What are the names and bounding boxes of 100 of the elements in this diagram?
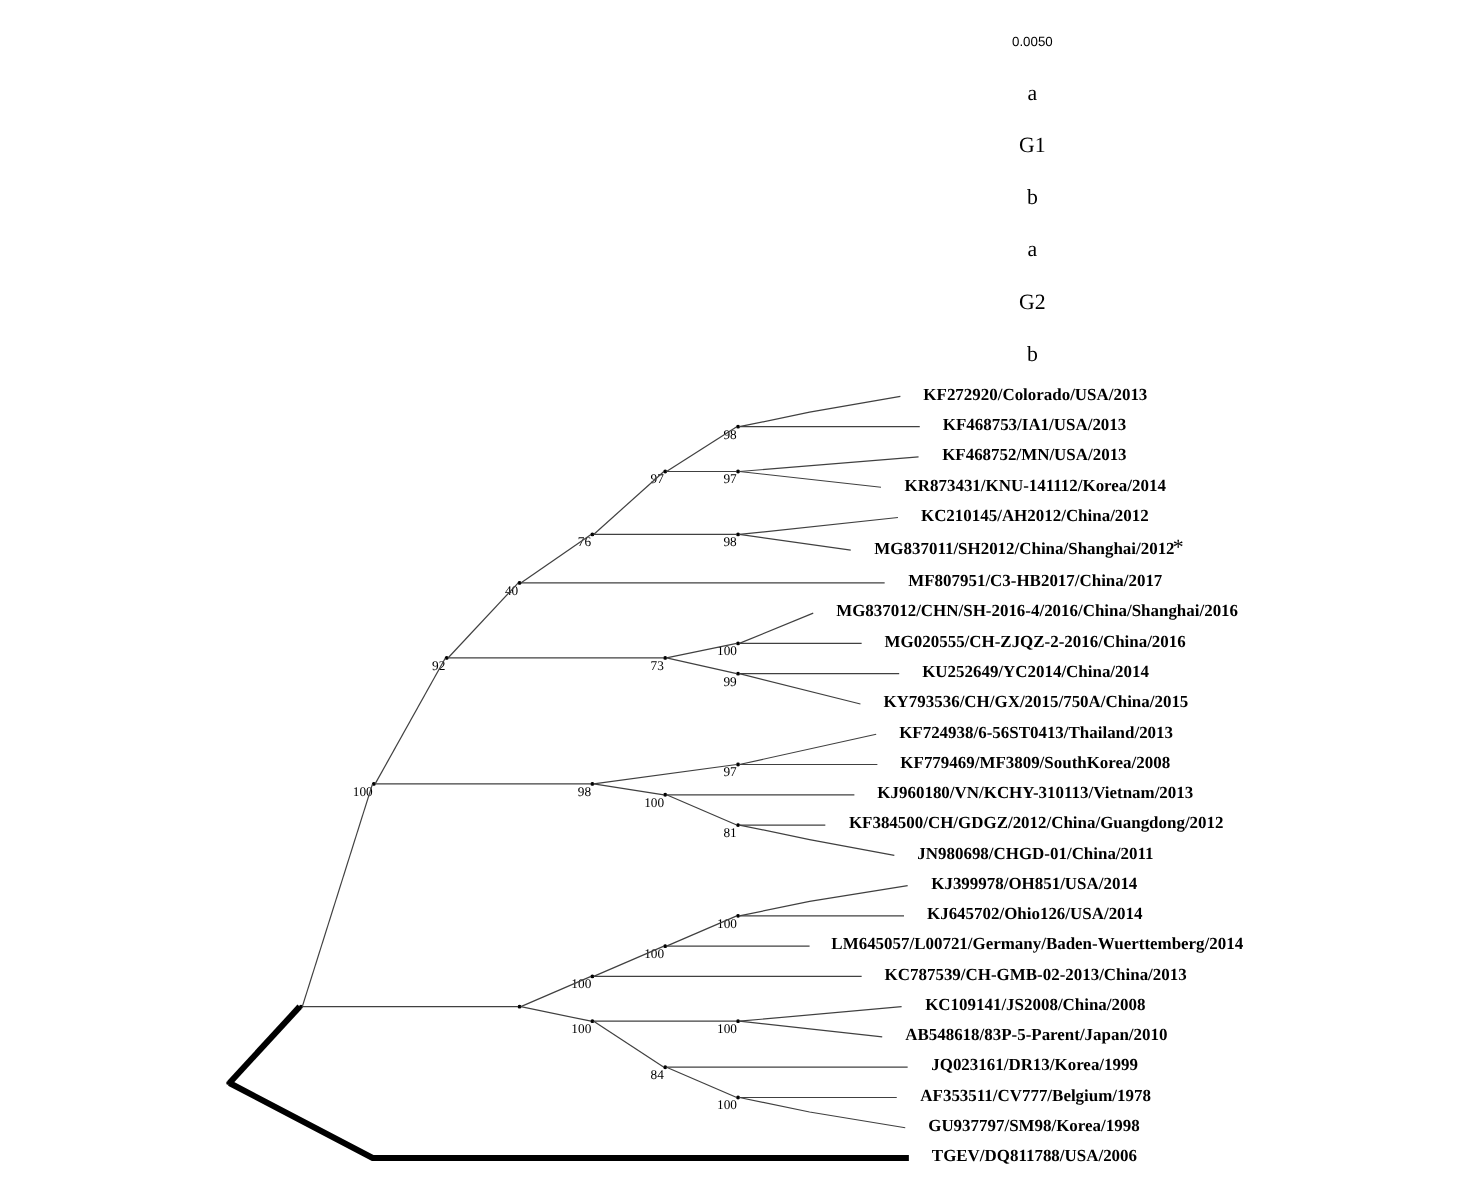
- connector: [737, 1096, 897, 1099]
- node-point: [370, 781, 375, 786]
- node-text: LM645057/L00721/Germany/Baden-Wuerttemberg/2014: [830, 933, 1243, 954]
- connector: [737, 533, 851, 551]
- label: b: [1025, 342, 1037, 367]
- node-point: [589, 532, 594, 537]
- connector: [446, 582, 518, 659]
- node-text: KY793536/CH/GX/2015/750A/China/2015: [882, 691, 1188, 712]
- node-point: [589, 1019, 594, 1024]
- label: G2: [1018, 290, 1045, 315]
- node-text: KJ960180/VN/KCHY-310113/Vietnam/2013: [876, 782, 1193, 803]
- connector: [519, 1006, 591, 1022]
- node-point: [735, 1019, 739, 1024]
- node-text: KJ645702/Ohio126/USA/2014: [926, 903, 1142, 924]
- connector: [737, 885, 908, 917]
- node-text: MG020555/CH-ZJQZ-2-2016/China/2016: [883, 630, 1185, 651]
- node-point: [662, 944, 667, 949]
- node-text: MG837011/SH2012/China/Shanghai/2012: [873, 538, 1174, 559]
- connector: [519, 582, 885, 584]
- connector: [664, 794, 854, 796]
- node-text: KF468753/IA1/USA/2013: [941, 413, 1126, 434]
- connector: [737, 516, 898, 536]
- node-text: KC109141/JS2008/China/2008: [924, 993, 1145, 1014]
- node-text: KC210145/AH2012/China/2012: [919, 504, 1148, 525]
- connector: [664, 470, 737, 473]
- connector: [227, 1080, 908, 1162]
- node-point: [298, 1004, 302, 1009]
- label: b: [1025, 186, 1037, 211]
- connector: [592, 783, 664, 796]
- node-point: [735, 469, 739, 474]
- connector: [592, 1020, 737, 1022]
- node-text: KF779469/MF3809/SouthKorea/2008: [899, 751, 1170, 772]
- connector: [737, 642, 862, 645]
- node-text: KR873431/KNU-141112/Korea/2014: [903, 474, 1165, 495]
- node-point: [735, 671, 739, 676]
- connector: [373, 783, 591, 785]
- connector: [737, 426, 920, 428]
- node-text: KC787539/CH-GMB-02-2013/China/2013: [883, 963, 1186, 984]
- label: a: [1026, 82, 1037, 107]
- connector: [737, 763, 877, 766]
- connector: [737, 395, 900, 428]
- node-text: AB548618/83P-5-Parent/Japan/2010: [904, 1024, 1167, 1045]
- node-point: [735, 913, 739, 918]
- connector: [737, 1020, 882, 1038]
- connector: [592, 945, 664, 977]
- connector: [592, 470, 664, 536]
- label: G1: [1018, 134, 1045, 159]
- node-point: [589, 781, 594, 786]
- connector: [737, 1006, 902, 1022]
- node-point: [662, 792, 667, 797]
- node-point: [735, 532, 739, 537]
- connector: [664, 426, 737, 473]
- node-point: [589, 974, 594, 979]
- connector: [737, 915, 904, 917]
- connector: [737, 673, 861, 705]
- node-point: [735, 424, 739, 429]
- connector: [592, 975, 862, 977]
- connector: [664, 1066, 908, 1068]
- connector: [737, 1096, 905, 1129]
- node-text: KF724938/6-56ST0413/Thailand/2013: [898, 721, 1173, 742]
- connector: [592, 763, 737, 785]
- connector: [664, 642, 737, 659]
- node-text: MG837012/CHN/SH-2016-4/2016/China/Shanghai/2016: [835, 600, 1238, 621]
- node-text: JQ023161/DR13/Korea/1999: [930, 1054, 1137, 1075]
- connector: [373, 657, 445, 785]
- node-text: AF353511/CV777/Belgium/1978: [919, 1084, 1150, 1105]
- connector: [664, 945, 810, 947]
- node-point: [735, 1095, 739, 1100]
- node-point: [735, 762, 739, 767]
- node-text: KJ399978/OH851/USA/2014: [930, 872, 1137, 893]
- connector: [592, 533, 737, 536]
- connector: [592, 1020, 664, 1068]
- node-text: GU937797/SM98/Korea/1998: [927, 1115, 1139, 1136]
- connector: [519, 533, 591, 584]
- connector: [737, 456, 919, 473]
- node-point: [443, 656, 448, 660]
- connector: [737, 612, 813, 645]
- node-label: *: [1171, 536, 1183, 561]
- connector: [737, 733, 876, 766]
- node-point: [225, 1081, 230, 1085]
- connector: [664, 1066, 737, 1099]
- connector: [737, 470, 881, 488]
- label: a: [1026, 238, 1037, 263]
- connector: [737, 673, 899, 675]
- connector: [664, 657, 737, 675]
- node-point: [516, 1004, 521, 1009]
- node-text: KF384500/CH/GDGZ/2012/China/Guangdong/2012: [847, 812, 1223, 833]
- node-point: [662, 1065, 667, 1070]
- connector: [446, 657, 664, 659]
- node-text: KU252649/YC2014/China/2014: [921, 660, 1148, 681]
- node-text: JN980698/CHGD-01/China/2011: [916, 842, 1153, 863]
- node-text: KF468752/MN/USA/2013: [941, 444, 1126, 465]
- node-text: MF807951/C3-HB2017/China/2017: [907, 570, 1162, 591]
- node-point: [662, 656, 667, 660]
- connector: [664, 915, 737, 947]
- node-point: [662, 469, 667, 474]
- node-point: [516, 580, 521, 585]
- connector: [519, 975, 591, 1008]
- node-point: [735, 641, 739, 646]
- node-text: TGEV/DQ811788/USA/2006: [930, 1145, 1137, 1166]
